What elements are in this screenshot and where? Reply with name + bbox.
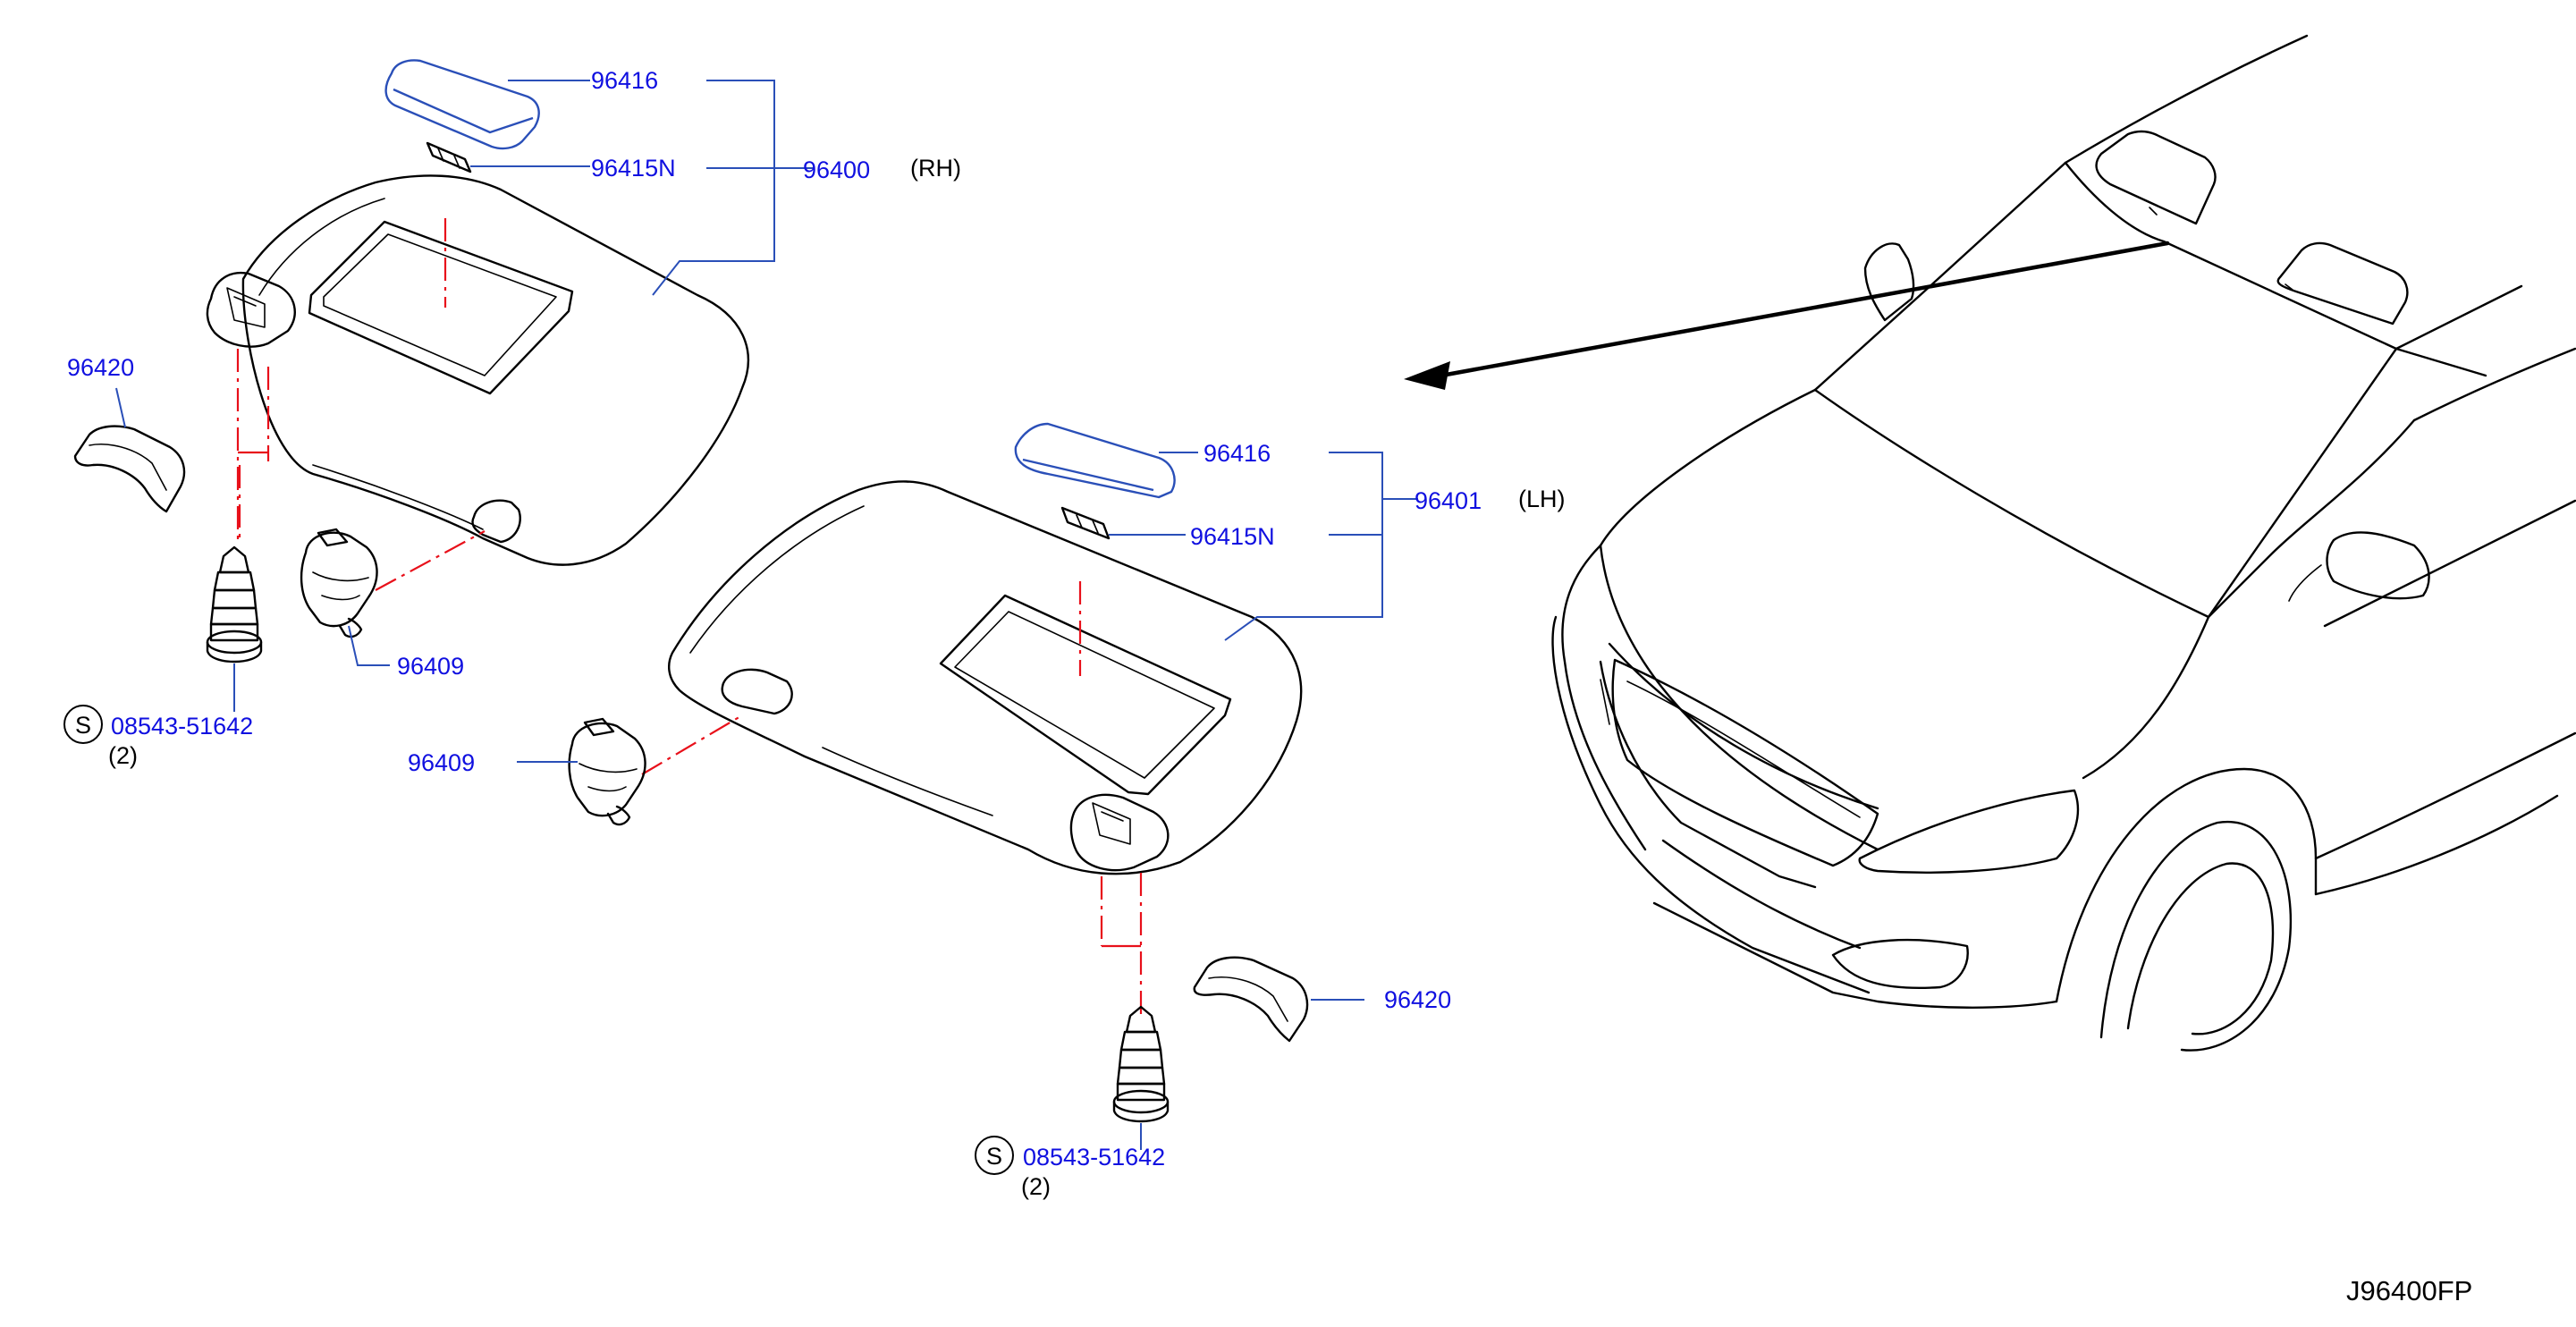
lh-lamp-bulb-label[interactable]: 96415N xyxy=(1190,523,1275,550)
lh-holder-label[interactable]: 96409 xyxy=(408,749,475,776)
rh-holder-part[interactable] xyxy=(300,528,378,638)
rh-lamp-bulb-part[interactable] xyxy=(426,141,472,173)
rh-screw-part[interactable] xyxy=(206,545,263,664)
rh-screw-symbol: S xyxy=(75,712,91,739)
vehicle-overview-drawing xyxy=(1404,34,2576,1052)
lh-lamp-bulb-part[interactable] xyxy=(1060,506,1111,540)
lh-cover-part[interactable] xyxy=(1193,956,1309,1043)
lh-mirror-cover-label[interactable]: 96416 xyxy=(1204,440,1271,467)
rh-side-note: (RH) xyxy=(910,155,961,182)
lh-cover-label[interactable]: 96420 xyxy=(1384,986,1451,1013)
lh-holder-part[interactable] xyxy=(568,717,646,826)
lh-screw-label[interactable]: 08543-51642 xyxy=(1023,1144,1165,1171)
rh-screw-label[interactable]: 08543-51642 xyxy=(111,713,253,740)
rh-screw-symbol-circle xyxy=(63,705,103,744)
lh-vanity-mirror[interactable] xyxy=(939,594,1232,796)
lh-sun-visor-body[interactable] xyxy=(668,480,1303,875)
lh-screw-symbol-circle xyxy=(975,1136,1014,1175)
lh-assembly-label[interactable]: 96401 xyxy=(1415,487,1482,514)
lh-mirror-cover-part[interactable] xyxy=(1014,422,1176,499)
figure-code: J96400FP xyxy=(2346,1275,2472,1306)
rh-mirror-cover-label[interactable]: 96416 xyxy=(591,67,658,94)
rh-sun-visor-body[interactable] xyxy=(241,174,749,566)
lh-screw-qty: (2) xyxy=(1021,1173,1051,1200)
rh-assembly-label[interactable]: 96400 xyxy=(803,156,870,183)
lh-side-note: (LH) xyxy=(1518,486,1566,512)
rh-screw-qty: (2) xyxy=(108,742,138,769)
rh-cover-label[interactable]: 96420 xyxy=(67,354,134,381)
rh-cover-part[interactable] xyxy=(73,425,186,513)
rh-vanity-mirror[interactable] xyxy=(308,220,574,395)
lh-sun-visor-group xyxy=(641,422,1418,1016)
rh-holder-label[interactable]: 96409 xyxy=(397,653,464,680)
lh-screw-part[interactable] xyxy=(1112,1005,1170,1123)
rh-mirror-cover-part[interactable] xyxy=(384,59,540,150)
lh-screw-symbol: S xyxy=(986,1143,1002,1170)
rh-sun-visor-group xyxy=(206,59,814,591)
rh-lamp-bulb-label[interactable]: 96415N xyxy=(591,155,676,182)
